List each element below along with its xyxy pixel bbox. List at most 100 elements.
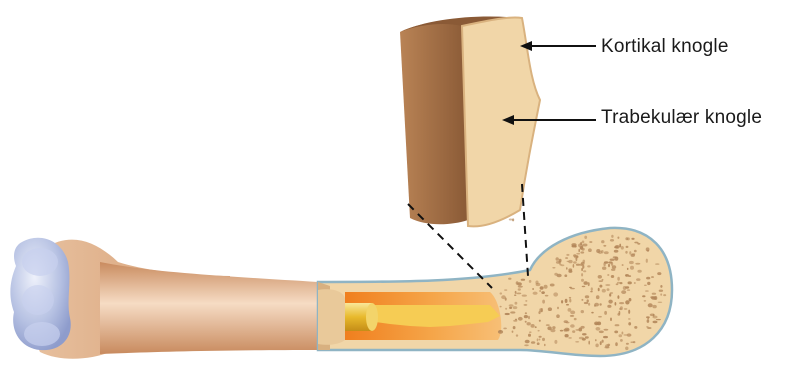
pore — [505, 313, 510, 315]
pore — [628, 318, 631, 319]
pore — [620, 339, 623, 342]
pore — [572, 245, 577, 247]
pore — [646, 247, 650, 251]
pore — [561, 300, 563, 303]
pore — [630, 342, 634, 343]
pore — [602, 289, 606, 293]
pore — [647, 319, 650, 323]
pore — [537, 342, 540, 345]
pore — [505, 298, 507, 301]
pore — [601, 240, 604, 243]
cortical-arrow — [520, 41, 596, 51]
pore — [598, 275, 602, 279]
pore — [625, 300, 629, 304]
pore — [625, 251, 627, 254]
pore — [622, 332, 624, 335]
pore — [565, 257, 568, 259]
pore — [591, 312, 594, 314]
pore — [611, 269, 615, 271]
pore — [617, 237, 619, 239]
pore — [566, 254, 569, 256]
pore — [632, 253, 636, 254]
pore — [564, 274, 567, 277]
pore — [658, 302, 663, 303]
pore — [576, 264, 580, 266]
pore — [524, 315, 528, 318]
pore — [604, 311, 607, 315]
pore — [642, 295, 645, 297]
pore — [600, 341, 602, 345]
pore — [616, 283, 619, 285]
pore — [545, 295, 549, 297]
pore — [611, 275, 614, 278]
pore — [517, 282, 522, 285]
pore — [634, 242, 638, 244]
pore — [646, 316, 650, 318]
pore — [515, 302, 518, 305]
pore — [646, 326, 649, 328]
pore — [581, 279, 584, 282]
pore — [570, 324, 575, 328]
pore — [550, 284, 555, 287]
pore — [646, 259, 648, 263]
pore — [588, 303, 590, 306]
pore — [615, 324, 620, 326]
pore — [583, 260, 586, 263]
pore — [599, 331, 604, 334]
pore — [499, 330, 501, 332]
pore — [524, 304, 528, 306]
pore — [599, 285, 602, 288]
pore — [540, 286, 544, 290]
pore — [539, 339, 541, 341]
pore — [647, 282, 650, 285]
pore — [614, 250, 619, 253]
pore — [568, 337, 572, 339]
pore — [583, 244, 588, 247]
pore — [539, 320, 541, 322]
pore — [660, 285, 662, 288]
pore — [657, 272, 661, 275]
pore — [537, 338, 539, 341]
pore — [610, 259, 615, 261]
pore — [556, 257, 559, 261]
pore — [508, 278, 511, 280]
pore — [608, 300, 612, 304]
pore — [546, 324, 550, 326]
pore — [634, 282, 636, 284]
pore — [621, 246, 624, 250]
pore — [509, 219, 513, 221]
pore — [528, 334, 531, 337]
pore — [634, 250, 637, 253]
pore — [525, 312, 527, 314]
pore — [553, 292, 558, 296]
pore — [601, 250, 604, 253]
pore — [538, 330, 540, 332]
pore — [660, 293, 662, 295]
pore — [610, 292, 613, 294]
pore — [629, 298, 632, 301]
pore — [525, 300, 527, 302]
pore — [602, 340, 604, 343]
pore — [578, 243, 583, 247]
pore — [570, 311, 575, 315]
pore — [524, 344, 529, 346]
pore — [569, 297, 571, 299]
pore — [575, 341, 579, 343]
pore — [581, 326, 585, 329]
pore — [615, 302, 617, 306]
pore — [607, 305, 611, 308]
pore — [568, 260, 572, 263]
pore — [627, 333, 632, 336]
pore — [509, 304, 514, 307]
pore — [525, 340, 530, 344]
pore — [554, 340, 557, 344]
pore — [652, 305, 656, 308]
pore — [544, 285, 548, 289]
pore — [635, 263, 640, 265]
pore — [576, 253, 580, 255]
pore — [544, 344, 546, 346]
pore — [596, 295, 600, 299]
pore — [644, 300, 647, 302]
pore — [518, 317, 523, 321]
block-side-face — [400, 22, 468, 224]
